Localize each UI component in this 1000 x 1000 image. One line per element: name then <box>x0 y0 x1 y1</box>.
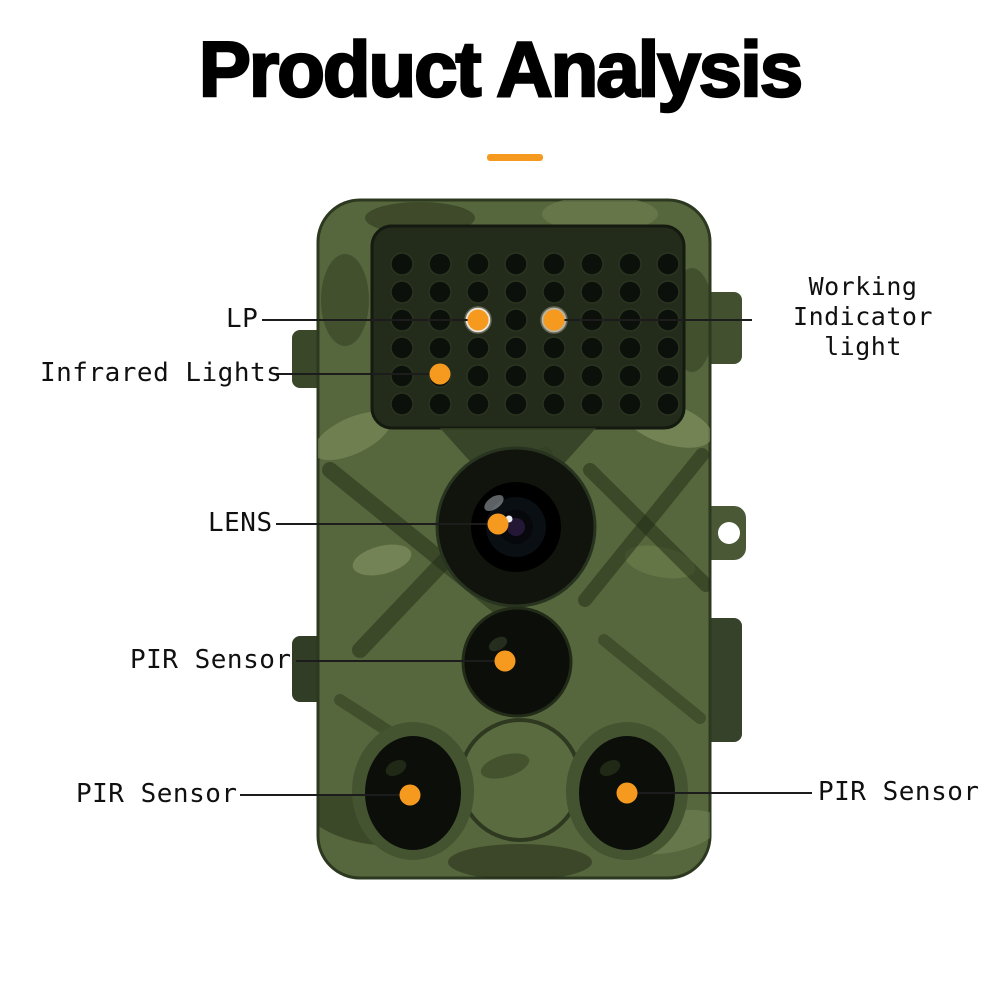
camera-lens <box>435 446 597 608</box>
callout-label-working-indicator-light: Working Indicator light <box>793 272 933 361</box>
callout-lines <box>240 319 812 796</box>
callout-dot-working-indicator <box>543 309 565 331</box>
strap-hole <box>718 522 740 544</box>
page-title: Product Analysis <box>198 24 805 115</box>
callout-dot-infrared-lights <box>429 363 451 385</box>
callout-dot-pir-middle <box>494 650 516 672</box>
callout-label-infrared-lights: Infrared Lights <box>40 358 283 388</box>
callout-dot-lp <box>467 309 489 331</box>
callout-dots <box>399 309 638 806</box>
callout-label-pir-sensor-middle: PIR Sensor <box>130 645 292 675</box>
title-dash <box>487 154 543 161</box>
callout-label-lp: LP <box>226 304 259 334</box>
callout-label-lens: LENS <box>208 508 273 538</box>
callout-dot-pir-bottom-right <box>616 782 638 804</box>
callout-dot-lens <box>487 513 509 535</box>
callout-dot-pir-bottom-left <box>399 784 421 806</box>
callout-label-pir-sensor-bottom-left: PIR Sensor <box>76 779 238 809</box>
infrared-led-panel <box>370 224 686 468</box>
callout-label-pir-sensor-bottom-right: PIR Sensor <box>818 777 980 807</box>
pir-sensor-middle-window <box>461 606 573 718</box>
